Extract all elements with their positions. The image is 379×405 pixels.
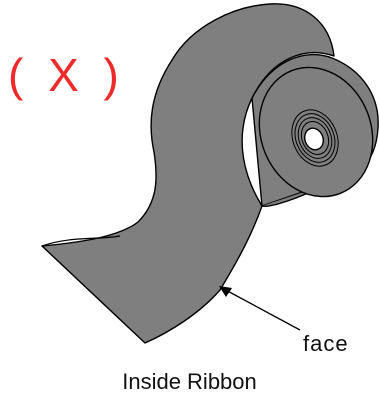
wrong-mark: ( X ) [8,49,125,101]
sheet-edge [41,235,121,247]
roll-layers [291,109,339,167]
face-leader-line [221,287,301,331]
diagram-caption: Inside Ribbon [122,369,257,394]
roll-core [303,127,325,151]
ribbon-sheet [41,3,335,344]
face-arrowhead [219,286,232,297]
face-label: face [303,331,349,356]
